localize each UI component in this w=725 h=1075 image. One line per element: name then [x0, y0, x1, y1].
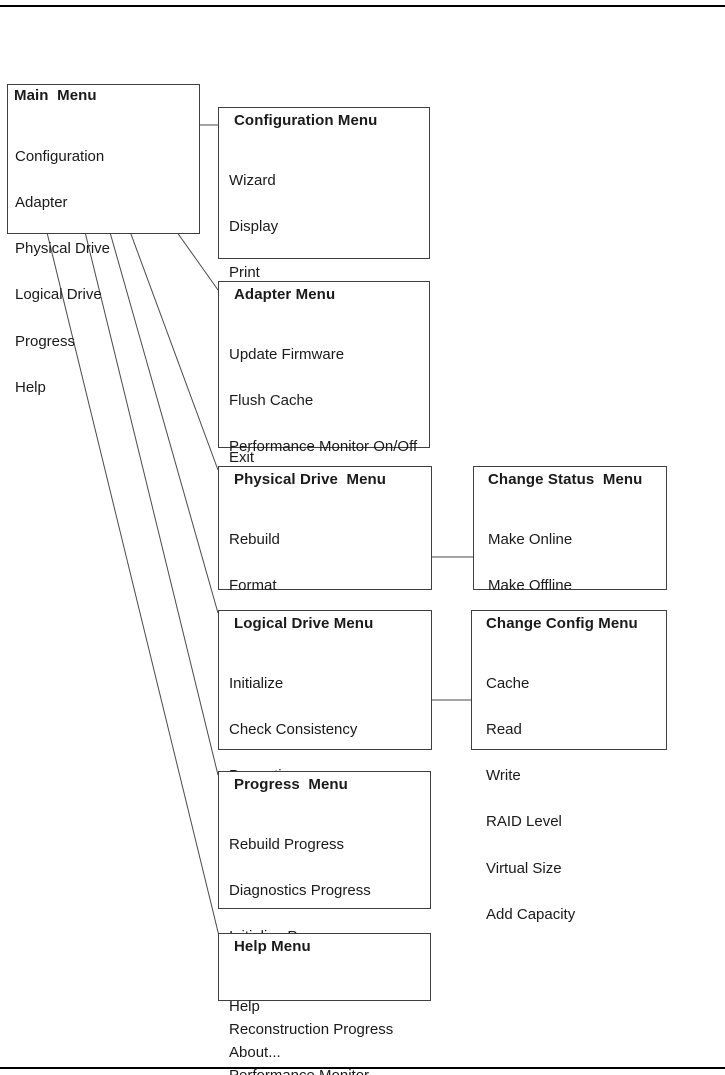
menu-box-help: Help Menu Help About... — [218, 933, 431, 1060]
menu-item-cache: Cache — [486, 674, 530, 692]
menu-item-diagnostics-progress: Diagnostics Progress — [229, 882, 371, 900]
menu-box-main: Main Menu Configuration Adapter Physical… — [7, 84, 200, 395]
menu-item-performance-monitor: Performance Monitor — [229, 1067, 430, 1075]
menu-title-main: Main Menu — [14, 87, 97, 104]
menu-box-change-config: Change Config Menu Cache Read Write RAID… — [471, 610, 667, 922]
menu-item-make-online: Make Online — [488, 530, 573, 548]
menu-item-list-main: Configuration Adapter Physical Drive Log… — [8, 118, 199, 426]
menu-box-change-status: Change Status Menu Make Online Make Offl… — [473, 466, 667, 732]
menu-item-wizard: Wizard — [229, 171, 276, 189]
menu-title-adapter: Adapter Menu — [234, 286, 336, 303]
page-top-rule — [0, 5, 725, 7]
menu-item-virtual-size: Virtual Size — [486, 859, 562, 877]
menu-box-logical-drive: Logical Drive Menu Initialize Check Cons… — [218, 610, 432, 830]
menu-box-adapter: Adapter Menu Update Firmware Flush Cache… — [218, 281, 430, 686]
page-bottom-rule — [0, 1067, 725, 1069]
menu-title-logical-drive: Logical Drive Menu — [234, 615, 374, 632]
menu-item-help: Help — [15, 378, 46, 396]
menu-item-format: Format — [229, 577, 277, 595]
menu-item-adapter: Adapter — [15, 194, 68, 212]
menu-item-flush-cache: Flush Cache — [229, 392, 314, 410]
menu-item-check-consistency: Check Consistency — [229, 721, 358, 739]
menu-item-exit: Exit — [229, 449, 255, 467]
menu-item-initialize: Initialize — [229, 674, 284, 692]
menu-box-progress: Progress Menu Rebuild Progress Diagnosti… — [218, 771, 431, 1075]
menu-item-print: Print — [229, 264, 260, 282]
menu-item-write: Write — [486, 767, 521, 785]
menu-title-configuration: Configuration Menu — [234, 112, 378, 129]
menu-item-display: Display — [229, 218, 279, 236]
menu-box-configuration: Configuration Menu Wizard Display Print … — [218, 107, 430, 466]
menu-item-list-change-config: Cache Read Write RAID Level Virtual Size… — [472, 645, 666, 953]
menu-item-about: About... — [229, 1044, 281, 1062]
menu-item-rebuild-progress: Rebuild Progress — [229, 835, 345, 853]
menu-title-progress: Progress Menu — [234, 776, 348, 793]
menu-item-configuration: Configuration — [15, 147, 105, 165]
menu-box-physical-drive: Physical Drive Menu Rebuild Format Updat… — [218, 466, 432, 732]
menu-item-update-firmware: Update Firmware — [229, 345, 345, 363]
menu-item-raid-level: RAID Level — [486, 813, 562, 831]
menu-item-help: Help — [229, 997, 260, 1015]
menu-item-progress: Progress — [15, 332, 76, 350]
menu-title-physical-drive: Physical Drive Menu — [234, 471, 387, 488]
menu-item-logical-drive: Logical Drive — [15, 286, 102, 304]
menu-title-change-config: Change Config Menu — [486, 615, 638, 632]
menu-item-read: Read — [486, 721, 522, 739]
menu-item-performance-monitor-on-off: Performance Monitor On/Off — [229, 438, 418, 456]
menu-item-make-offline: Make Offline — [488, 577, 572, 595]
menu-item-physical-drive: Physical Drive — [15, 240, 111, 258]
menu-item-reconstruction-progress: Reconstruction Progress — [229, 1020, 394, 1038]
menu-item-list-help: Help About... — [219, 968, 430, 1075]
menu-item-rebuild: Rebuild — [229, 530, 280, 548]
menu-title-help: Help Menu — [234, 938, 311, 955]
menu-item-add-capacity: Add Capacity — [486, 905, 576, 923]
menu-title-change-status: Change Status Menu — [488, 471, 643, 488]
